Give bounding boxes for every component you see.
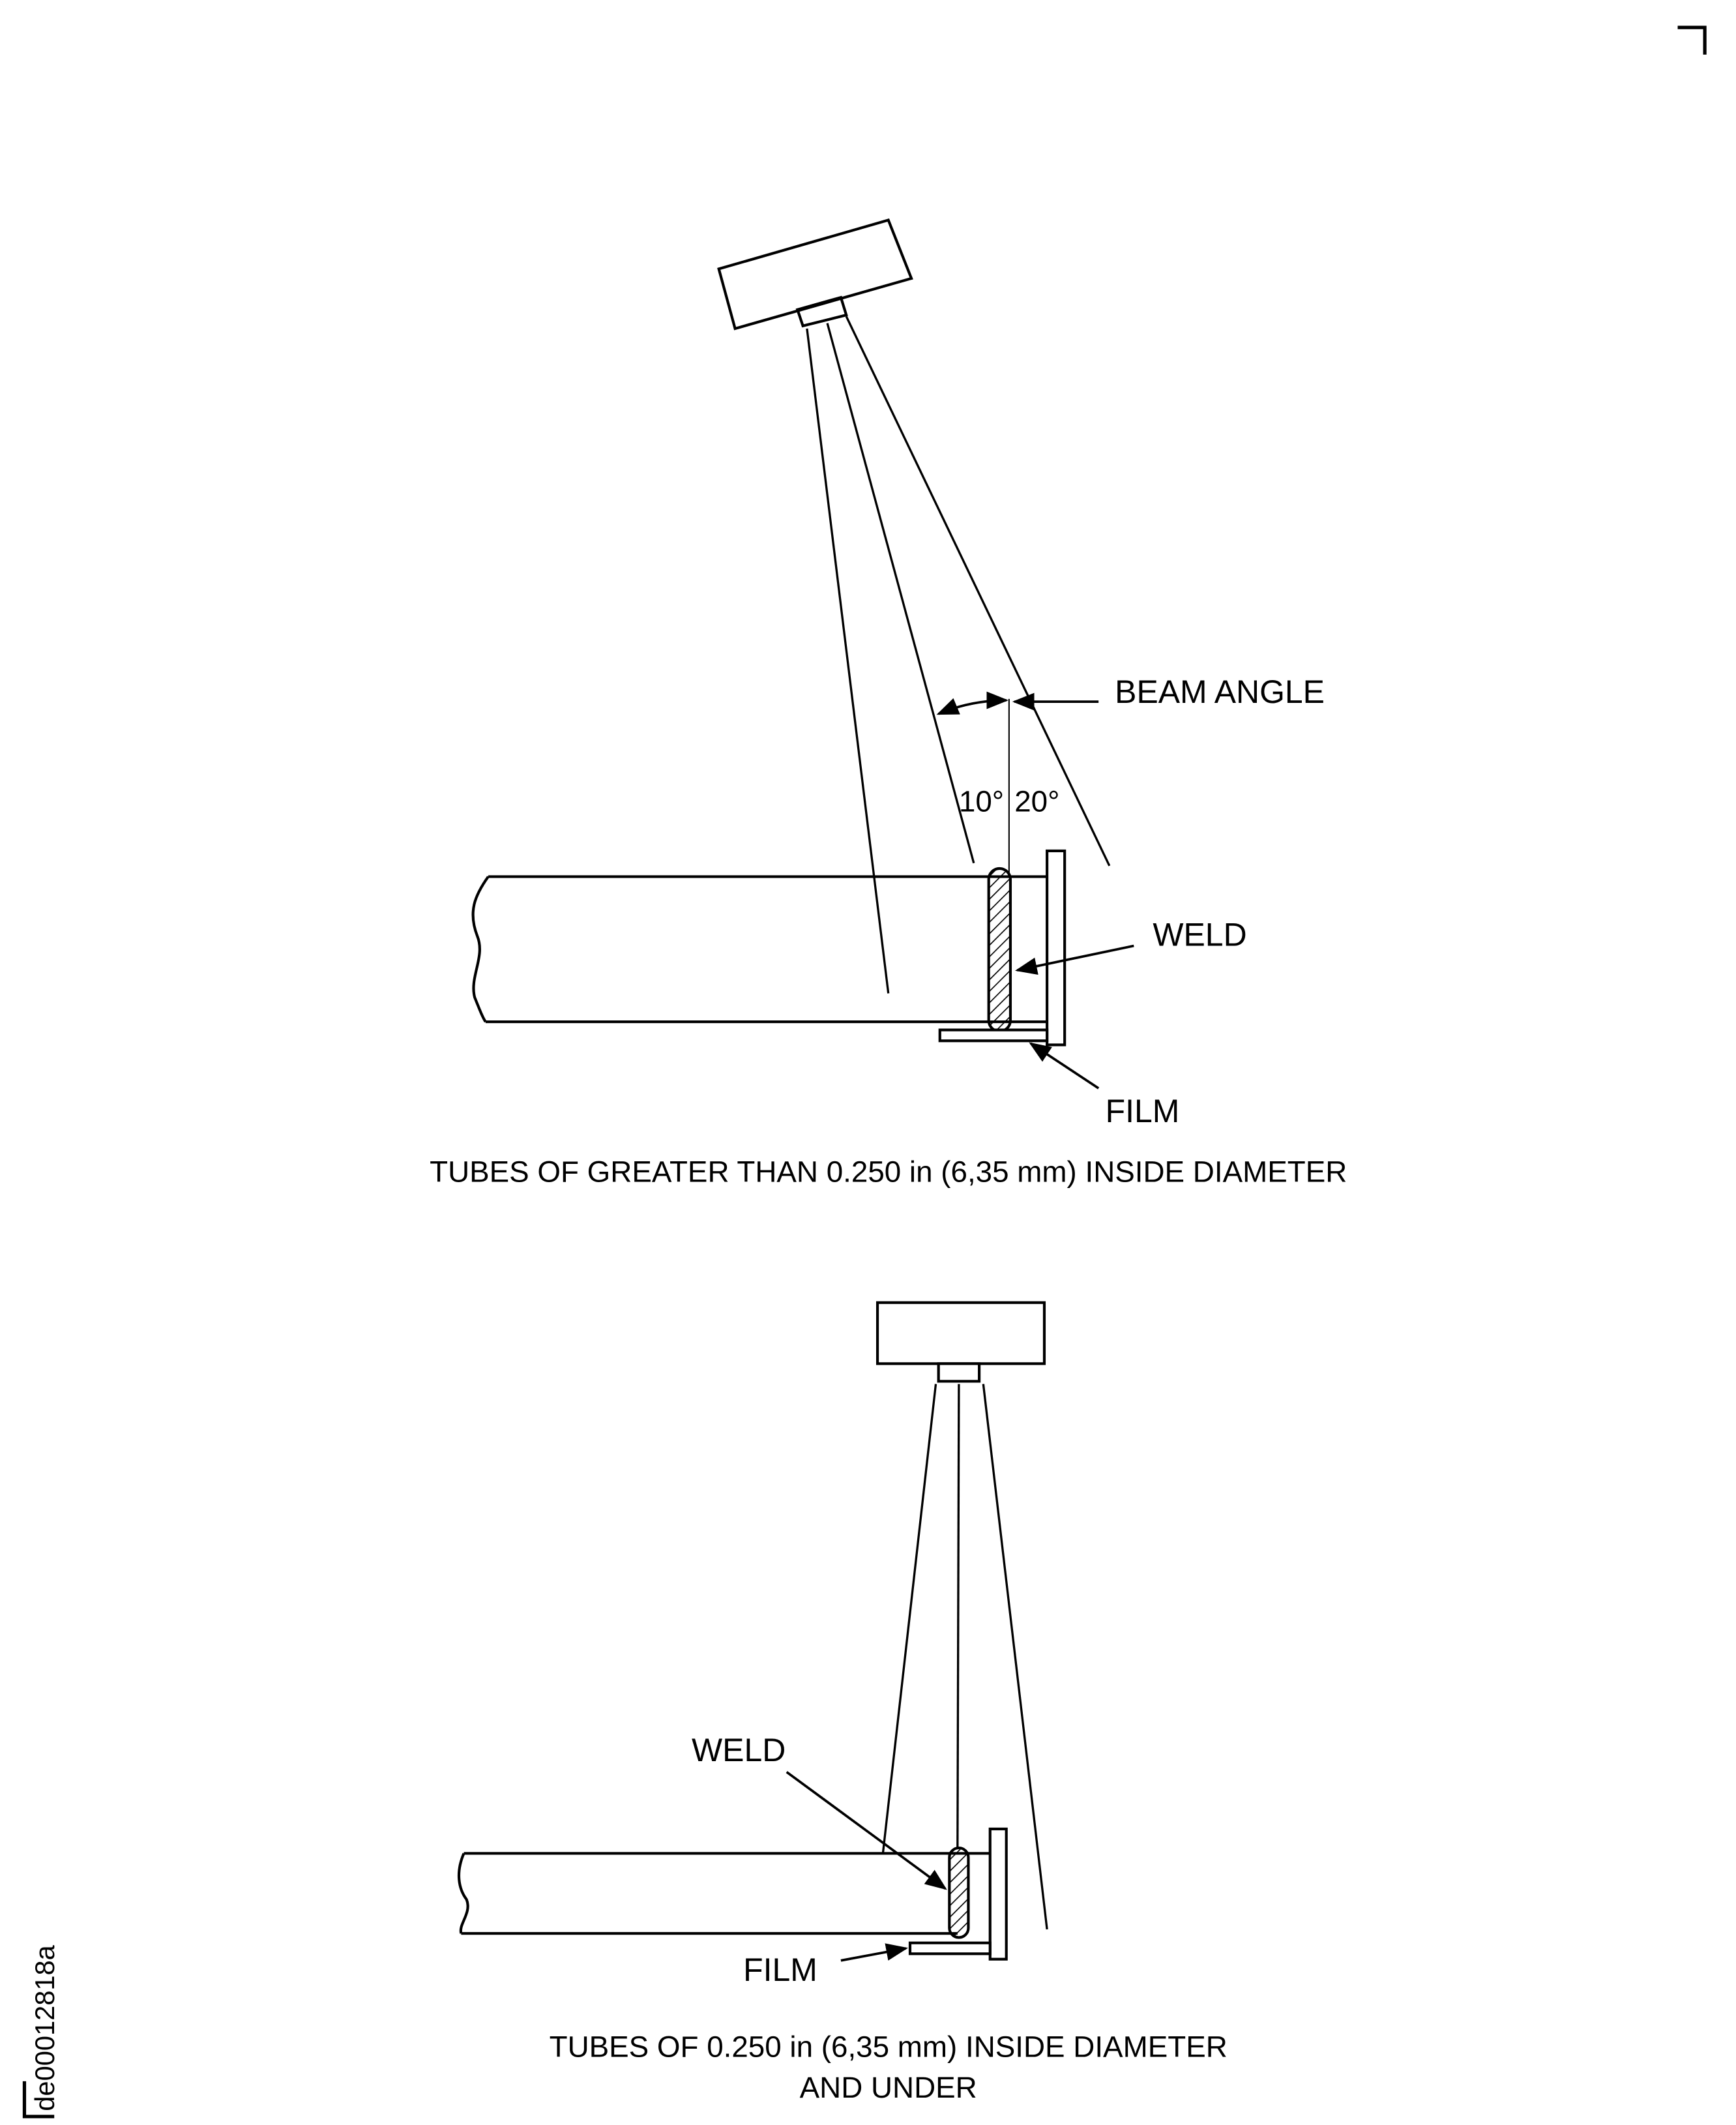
weld-label: WELD	[692, 1732, 786, 1768]
beam-line-outer-left	[806, 328, 890, 994]
film-leader-arrow	[1029, 1042, 1100, 1090]
beam-angle-arc-arrow	[936, 691, 1009, 715]
film-plate-vertical	[988, 1827, 1008, 1961]
weld-leader-arrow	[1015, 944, 1134, 975]
bottom-caption-line2: AND UNDER	[800, 2071, 977, 2104]
xray-source-head	[717, 218, 913, 331]
weld-label: WELD	[1153, 917, 1246, 953]
angle-20-label: 20°	[1014, 785, 1059, 818]
beam-line-center	[826, 323, 975, 864]
corner-mark-bottom-left	[22, 2081, 55, 2118]
weld-bead	[987, 867, 1012, 1033]
film-label: FILM	[1106, 1093, 1180, 1129]
weld-leader-arrow	[786, 1771, 947, 1890]
xray-source-nozzle	[937, 1362, 981, 1383]
bottom-caption-line1: TUBES OF 0.250 in (6,35 mm) INSIDE DIAME…	[550, 2030, 1228, 2063]
tube-outline	[457, 1852, 990, 1935]
beam-line-right	[845, 316, 1111, 867]
film-holder-horizontal	[908, 1941, 992, 1955]
top-figure: BEAM ANGLE 10° 20° WELD FILM TUBES OF GR…	[430, 218, 1347, 1189]
film-label: FILM	[743, 1952, 817, 1988]
bottom-figure: WELD FILM TUBES OF 0.250 in (6,35 mm) IN…	[457, 1301, 1228, 2104]
tube-outline	[471, 875, 1048, 1024]
xray-source-nozzle	[795, 295, 848, 328]
top-caption: TUBES OF GREATER THAN 0.250 in (6,35 mm)…	[430, 1155, 1347, 1189]
figure-id: de00012818a	[29, 1944, 60, 2111]
film-plate-vertical	[1046, 849, 1067, 1047]
film-leader-arrow	[840, 1943, 909, 1962]
film-holder-horizontal	[938, 1028, 1049, 1043]
angle-10-label: 10°	[959, 785, 1004, 818]
weld-bead	[948, 1847, 970, 1939]
beam-line-left	[881, 1384, 937, 1854]
corner-mark-top-right	[1677, 25, 1707, 55]
beam-line-right	[982, 1384, 1048, 1930]
beam-line-center	[956, 1384, 960, 1849]
xray-source-head	[875, 1301, 1046, 1365]
beam-angle-label: BEAM ANGLE	[1115, 674, 1325, 710]
